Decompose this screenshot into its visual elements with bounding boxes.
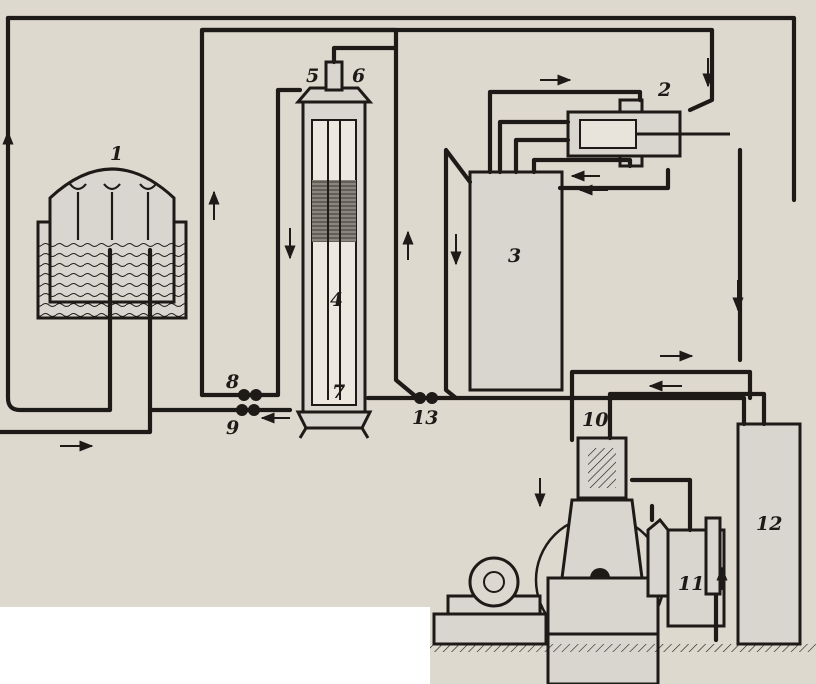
- floor: [430, 644, 816, 652]
- valve-13: [414, 392, 438, 404]
- label-4: 4: [330, 289, 343, 311]
- flow-direction-arrow: [2, 58, 744, 590]
- label-7: 7: [332, 381, 345, 403]
- pipework: [0, 15, 797, 643]
- label-2: 2: [657, 79, 671, 101]
- label-5: 5: [306, 65, 319, 87]
- label-9: 9: [226, 417, 239, 439]
- column-4: [294, 60, 374, 439]
- label-10: 10: [582, 409, 608, 431]
- label-8: 8: [225, 371, 239, 393]
- vessel-3: [468, 170, 564, 392]
- label-1: 1: [110, 143, 123, 165]
- label-12: 12: [756, 513, 782, 535]
- label-11: 11: [678, 573, 704, 595]
- label-6: 6: [352, 65, 365, 87]
- engine-10: [534, 436, 666, 684]
- label-13: 13: [412, 407, 438, 429]
- valve-9: [236, 404, 260, 416]
- electric-motor: [432, 556, 548, 646]
- label-3: 3: [508, 245, 521, 267]
- valve-8: [238, 389, 262, 401]
